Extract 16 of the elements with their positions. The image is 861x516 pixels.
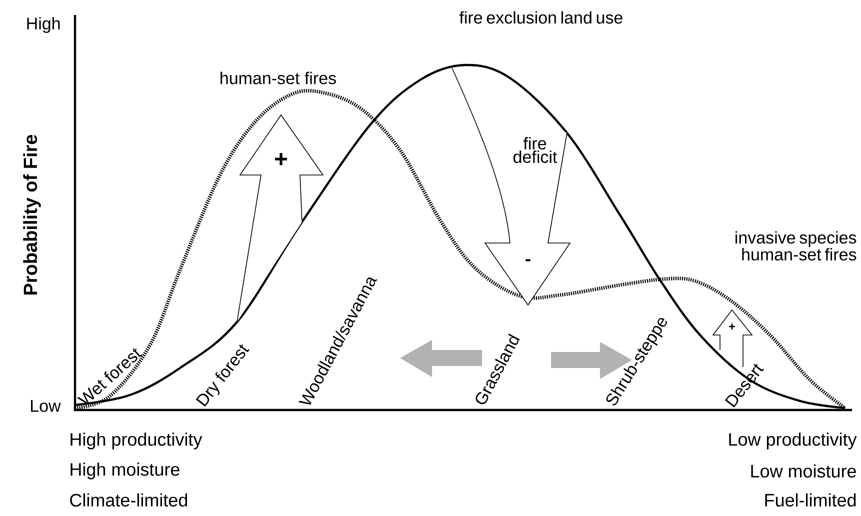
sign-label: - <box>526 259 530 262</box>
axis-tick-label: High <box>27 17 60 33</box>
axis-title: Probability of Fire <box>23 134 41 294</box>
axis-tick-label: Low <box>31 400 61 412</box>
annotation: human-set fires <box>220 72 336 84</box>
axis-description: High moisture <box>70 462 180 480</box>
axis-description: Low productivity <box>729 432 857 450</box>
axis-description: Fuel-limited <box>765 493 856 507</box>
axis-description: High productivity <box>70 432 202 450</box>
sign-label: + <box>729 323 736 330</box>
annotation: fire exclusion land use <box>459 11 622 24</box>
sign-label: + <box>275 152 288 166</box>
annotation: invasive species human-set fires <box>736 231 856 261</box>
axis-description: Climate-limited <box>70 493 188 507</box>
axis-description: Low moisture <box>751 464 856 478</box>
annotation: fire deficit <box>514 137 558 163</box>
